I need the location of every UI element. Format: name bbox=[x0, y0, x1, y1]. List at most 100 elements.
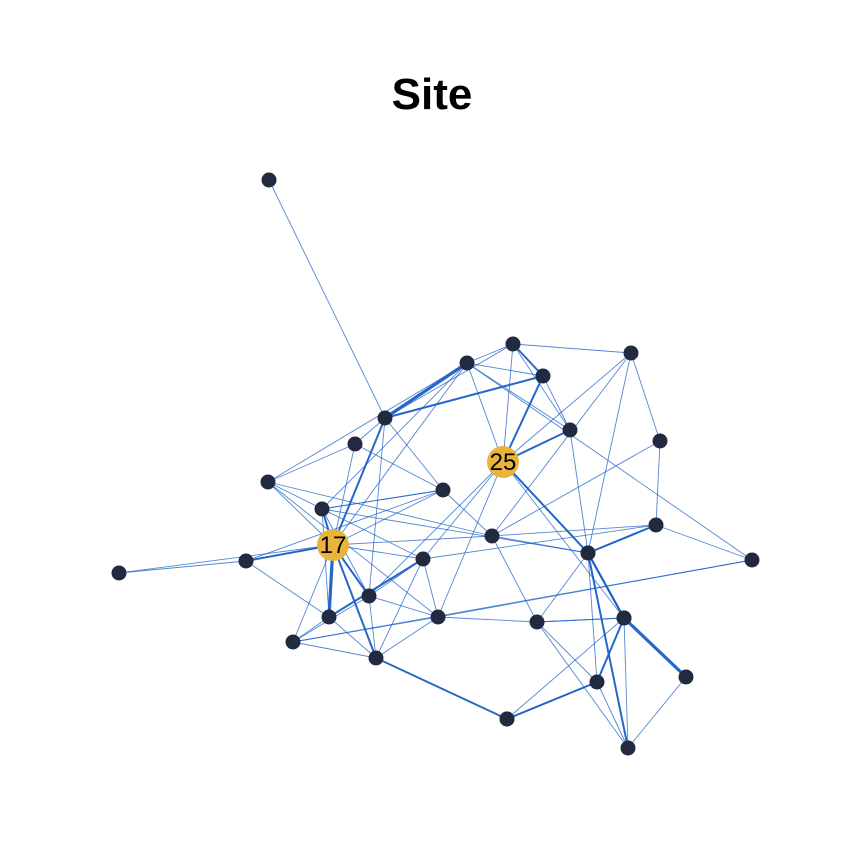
graph-node bbox=[505, 336, 521, 352]
node-label: 25 bbox=[490, 449, 517, 476]
graph-edge bbox=[491, 524, 657, 537]
graph-edge bbox=[267, 443, 356, 483]
graph-edge bbox=[422, 524, 657, 560]
graph-edge bbox=[437, 461, 504, 618]
graph-node bbox=[415, 551, 431, 567]
graph-node bbox=[652, 433, 668, 449]
graph-node bbox=[535, 368, 551, 384]
graph-edge bbox=[596, 617, 625, 683]
graph-edge bbox=[569, 429, 589, 554]
graph-edge bbox=[596, 681, 629, 749]
graph-edge bbox=[627, 676, 687, 749]
graph-edge bbox=[542, 375, 571, 431]
graph-edge bbox=[375, 558, 424, 659]
graph-node bbox=[499, 711, 515, 727]
graph-edge bbox=[536, 552, 589, 623]
graph-node bbox=[529, 614, 545, 630]
graph-node bbox=[111, 565, 127, 581]
graph-node bbox=[744, 552, 760, 568]
graph-edge bbox=[354, 443, 444, 491]
graph-edge bbox=[466, 343, 514, 364]
graph-edge bbox=[502, 343, 514, 463]
graph-node bbox=[623, 345, 639, 361]
graph-node bbox=[620, 740, 636, 756]
graph-edge bbox=[328, 558, 424, 618]
graph-title: Site bbox=[391, 70, 473, 119]
graph-edge bbox=[502, 461, 589, 554]
graph-node bbox=[347, 436, 363, 452]
graph-edge bbox=[368, 595, 439, 618]
graph-edge bbox=[422, 558, 439, 618]
graph-node bbox=[648, 517, 664, 533]
graph-edge bbox=[118, 560, 247, 574]
graph-edge bbox=[506, 681, 598, 720]
graph-edge bbox=[292, 559, 753, 643]
graph-edge bbox=[267, 481, 493, 537]
graph-node bbox=[435, 482, 451, 498]
graph-edge bbox=[321, 489, 444, 510]
graph-edge bbox=[368, 595, 377, 659]
graph-node bbox=[580, 545, 596, 561]
graph-edge bbox=[491, 535, 538, 623]
graph-edge bbox=[536, 617, 625, 623]
graph-edge bbox=[267, 481, 424, 560]
graph-node bbox=[377, 410, 393, 426]
graph-edge bbox=[466, 362, 753, 561]
graph-node bbox=[285, 634, 301, 650]
graph-node bbox=[459, 355, 475, 371]
graph-edge bbox=[368, 461, 504, 597]
highlighted-node bbox=[487, 446, 519, 478]
graph-node bbox=[562, 422, 578, 438]
graph-edge bbox=[292, 544, 334, 643]
graph-edge bbox=[292, 616, 439, 643]
graph-edge bbox=[622, 616, 688, 679]
edge-layer bbox=[118, 179, 753, 749]
graph-edge bbox=[506, 617, 625, 720]
graph-node bbox=[368, 650, 384, 666]
graph-node bbox=[314, 501, 330, 517]
graph-node bbox=[361, 588, 377, 604]
graph-edge bbox=[502, 352, 632, 463]
graph-node bbox=[430, 609, 446, 625]
graph-edge bbox=[512, 343, 632, 354]
graph-edge bbox=[587, 552, 598, 683]
graph-edge bbox=[245, 560, 330, 618]
graph-edge bbox=[512, 343, 571, 431]
graph-edge bbox=[332, 417, 386, 546]
graph-edge bbox=[587, 524, 657, 554]
graph-node bbox=[238, 553, 254, 569]
graph-node bbox=[484, 528, 500, 544]
graph-edge bbox=[466, 362, 504, 463]
graph-edge bbox=[332, 535, 493, 546]
graph-edge bbox=[292, 641, 377, 659]
graph-edge bbox=[118, 544, 334, 574]
graph-edge bbox=[655, 524, 753, 561]
graph-edge bbox=[375, 616, 439, 659]
graph-edge bbox=[245, 489, 444, 562]
graph-edge bbox=[536, 621, 629, 749]
graph-edge bbox=[466, 362, 544, 377]
graph-edge bbox=[491, 440, 661, 537]
graph-edge bbox=[630, 352, 661, 442]
graph-edge bbox=[267, 481, 439, 618]
graph-edge bbox=[466, 362, 571, 431]
graph-edge bbox=[384, 417, 444, 491]
graph-node bbox=[616, 610, 632, 626]
graph-edge bbox=[491, 352, 632, 537]
graph-edge bbox=[623, 617, 629, 749]
graph-edge bbox=[332, 489, 444, 546]
highlighted-node bbox=[317, 529, 349, 561]
graph-edge bbox=[384, 375, 544, 419]
graph-node bbox=[589, 674, 605, 690]
node-label: 17 bbox=[320, 532, 347, 559]
graph-edge bbox=[384, 361, 468, 420]
graph-edge bbox=[267, 362, 468, 483]
graph-edge bbox=[328, 616, 377, 659]
graph-node bbox=[678, 669, 694, 685]
graph-edge bbox=[655, 440, 661, 526]
graph-node bbox=[321, 609, 337, 625]
graph-edge bbox=[502, 461, 625, 619]
graph-edge bbox=[587, 552, 629, 749]
